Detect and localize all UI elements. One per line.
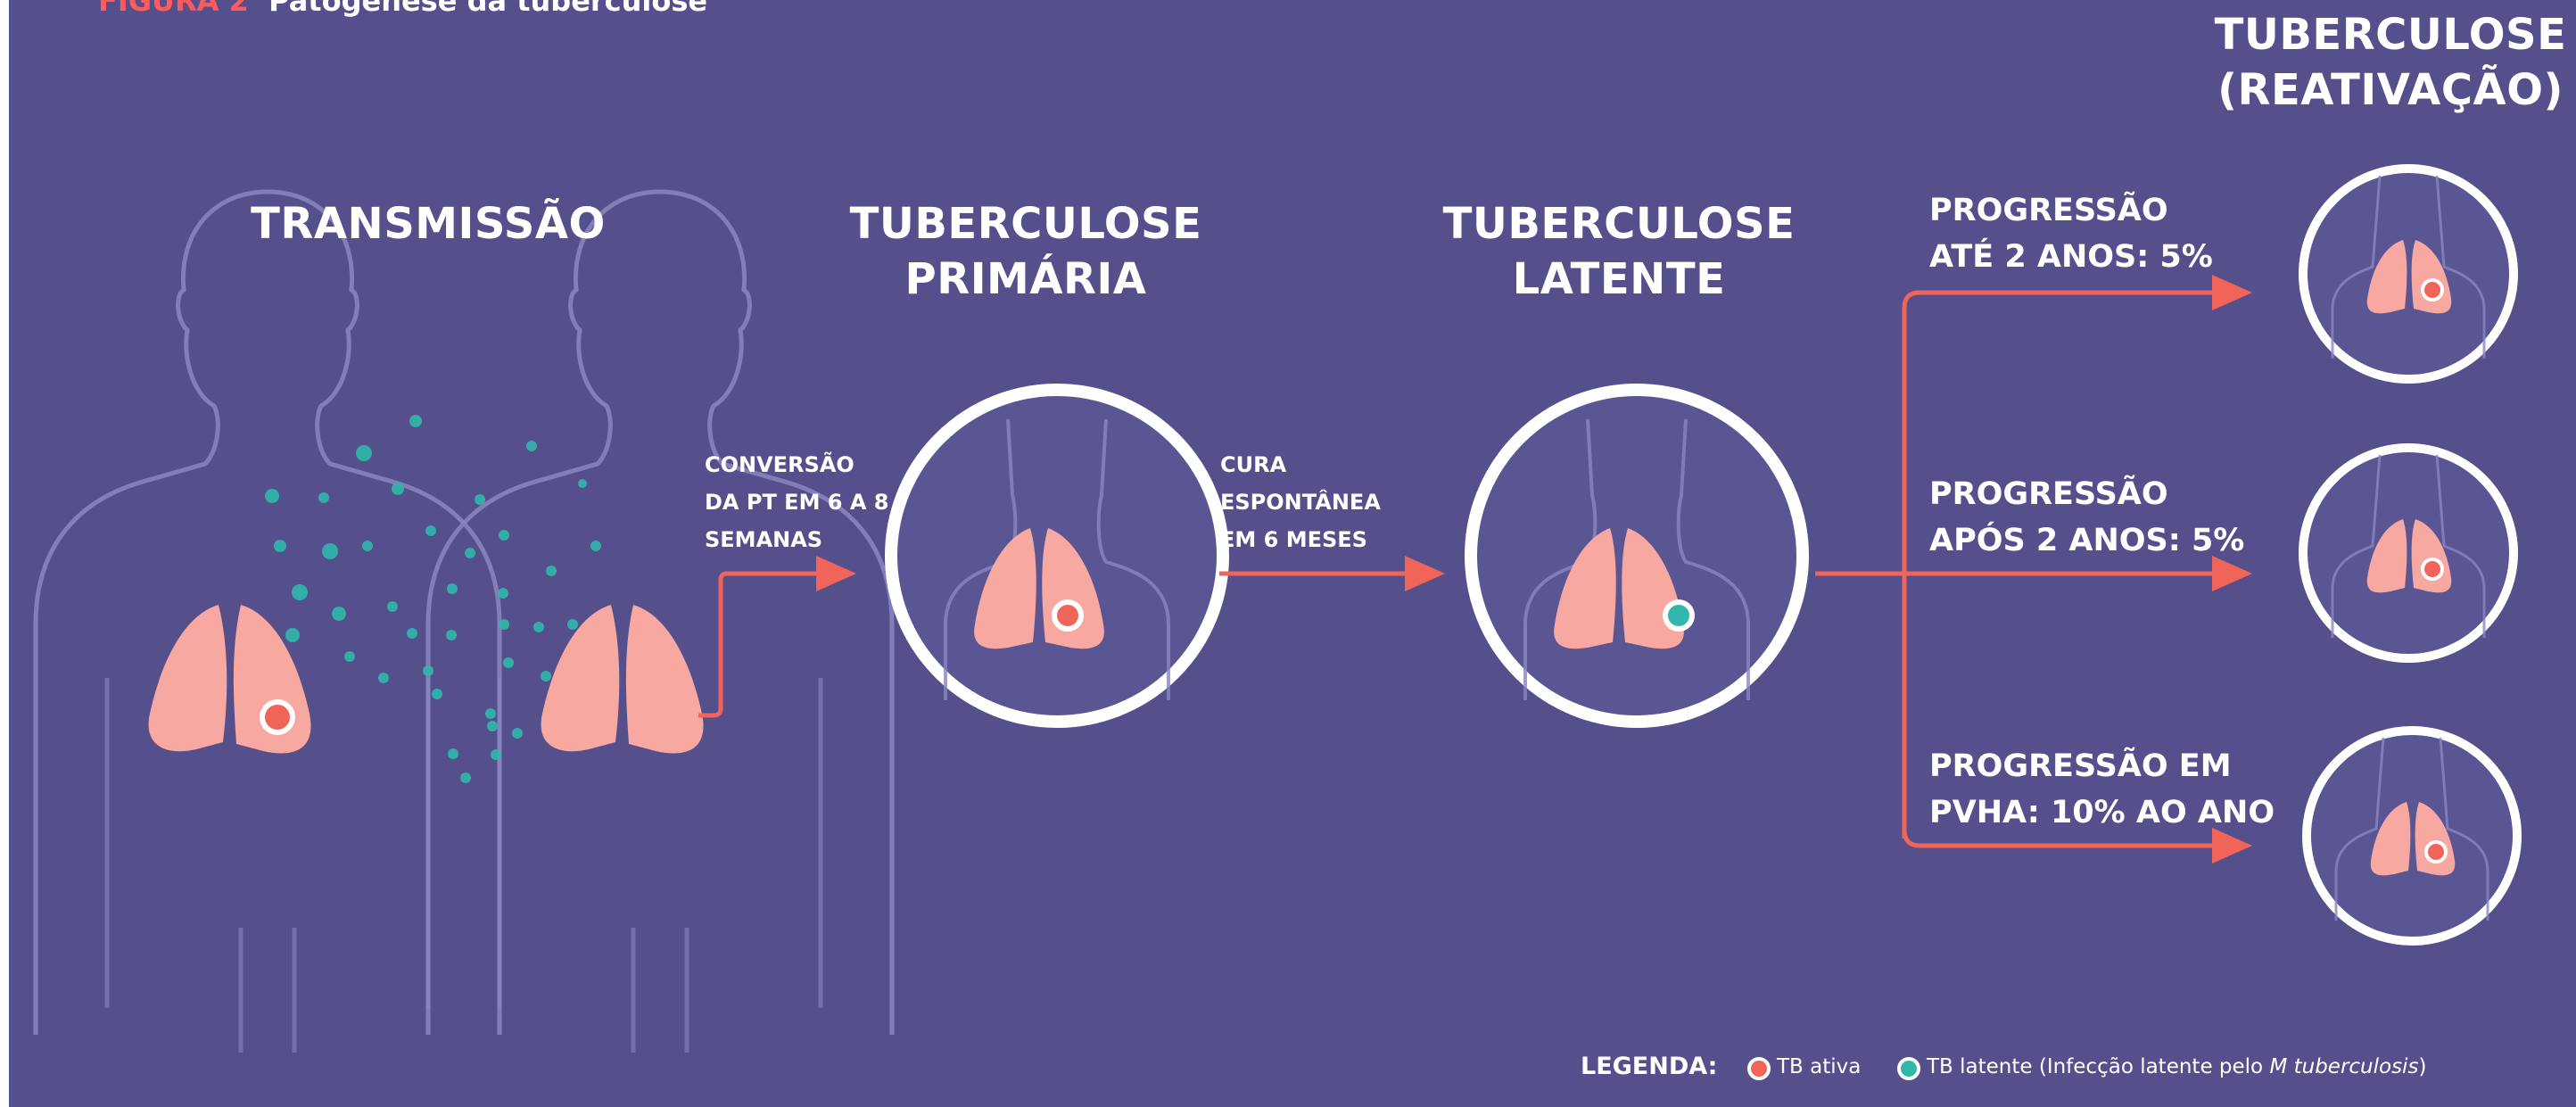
droplet (526, 441, 537, 451)
label-spontaneous-cure: CURA ESPONTÂNEA EM 6 MESES (1220, 446, 1381, 558)
droplet (460, 772, 471, 783)
label-conversion: CONVERSÃO DA PT EM 6 A 8 SEMANAS (705, 446, 888, 558)
droplet (274, 540, 286, 552)
heading-reactivation: TUBERCULOSE (REATIVAÇÃO) (2212, 7, 2569, 118)
droplet (487, 721, 498, 731)
droplet (356, 445, 372, 461)
legend-title: LEGENDA: (1581, 1053, 1717, 1080)
droplet (447, 583, 458, 594)
reactivation-circle (2303, 448, 2514, 658)
reactivation-illustration-2 (2303, 448, 2514, 658)
droplet (318, 492, 329, 503)
droplet (498, 588, 508, 599)
active-tb-marker (2426, 842, 2446, 862)
latent-tb-illustration (1471, 390, 1803, 722)
droplet (446, 630, 457, 640)
heading-latent-tb: TUBERCULOSE LATENTE (1441, 196, 1797, 307)
droplet (475, 494, 485, 505)
droplet (499, 530, 509, 541)
droplet (448, 748, 458, 759)
droplet (392, 483, 404, 495)
person-1-left-lung (149, 605, 227, 751)
progression-label-2: PROGRESSÃO APÓS 2 ANOS: 5% (1929, 471, 2244, 564)
person-2-right-lung (626, 605, 704, 754)
droplet (362, 541, 373, 551)
droplet (503, 657, 514, 668)
active-tb-marker (2423, 280, 2442, 300)
droplet (499, 619, 509, 630)
droplet (590, 541, 601, 551)
droplet (409, 415, 422, 427)
droplet (387, 601, 398, 612)
droplet (491, 749, 501, 760)
droplet (285, 628, 300, 642)
progression-label-3: PROGRESSÃO EM PVHA: 10% AO ANO (1929, 743, 2275, 836)
droplet (378, 673, 389, 683)
progression-label-1: PROGRESSÃO ATÉ 2 ANOS: 5% (1929, 187, 2213, 280)
droplet (292, 584, 308, 600)
heading-primary-tb: TUBERCULOSE PRIMÁRIA (847, 196, 1204, 307)
droplet (512, 728, 523, 739)
primary-active-marker (1054, 602, 1081, 629)
droplet (332, 607, 346, 621)
droplet (578, 479, 587, 488)
legend-active-text: TB ativa (1777, 1055, 1861, 1078)
legend-latent-icon (1899, 1059, 1919, 1078)
droplet (425, 525, 436, 536)
arrow-conversion (698, 574, 852, 715)
droplet (541, 671, 551, 682)
droplet (265, 489, 279, 503)
droplet (407, 628, 417, 639)
reactivation-illustration-3 (2307, 731, 2517, 941)
droplet (533, 622, 544, 632)
reactivation-illustration-1 (2303, 169, 2514, 379)
droplet (546, 566, 557, 576)
active-tb-marker (262, 702, 293, 732)
droplet (432, 689, 442, 699)
active-tb-marker (2423, 559, 2442, 579)
droplet (423, 665, 433, 676)
reactivation-circle (2307, 731, 2517, 941)
latent-marker (1665, 602, 1692, 629)
legend-active-icon (1749, 1059, 1769, 1078)
reactivation-circle (2303, 169, 2514, 379)
person-2-left-lung (541, 605, 620, 751)
primary-tb-illustration (891, 390, 1223, 722)
droplet (485, 708, 496, 719)
legend-latent-text: TB latente (Infecção latente pelo M tube… (1927, 1055, 2426, 1078)
droplet (344, 651, 355, 662)
droplet (567, 619, 578, 630)
droplet (465, 548, 475, 558)
heading-transmission: TRANSMISSÃO (241, 196, 615, 252)
droplet (322, 543, 338, 559)
